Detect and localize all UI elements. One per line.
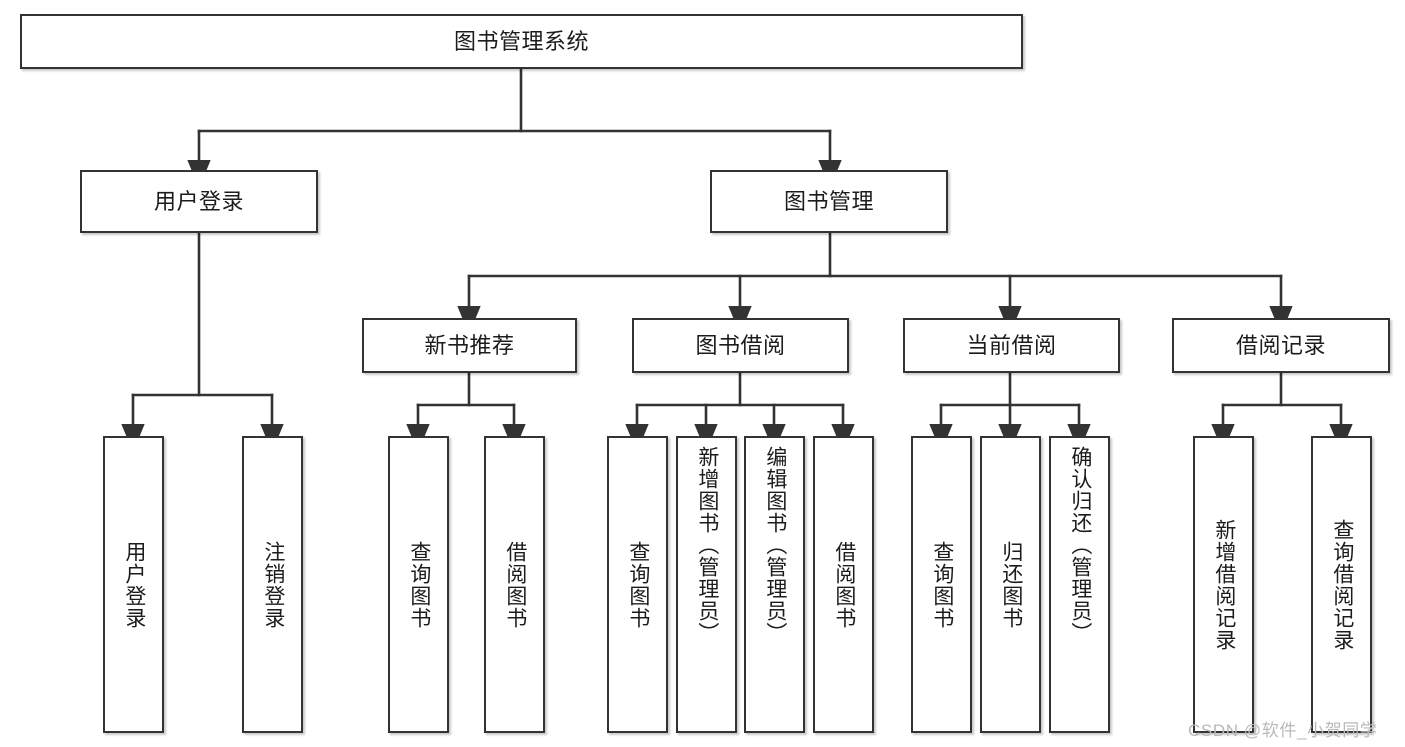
leaf-user-login-logout[interactable]: 注销登录 [242,436,303,733]
node-book-borrow[interactable]: 图书借阅 [632,318,849,373]
leaf-record-query[interactable]: 查询借阅记录 [1311,436,1372,733]
node-user-login-label: 用户登录 [153,188,244,214]
leaf-label: 新增图书（管理员） [695,446,719,644]
leaf-current-confirm-return[interactable]: 确认归还（管理员） [1049,436,1110,733]
leaf-borrow-add-book[interactable]: 新增图书（管理员） [676,436,737,733]
leaf-label: 用户登录 [122,540,146,629]
leaf-user-login-login[interactable]: 用户登录 [103,436,164,733]
node-current-borrow[interactable]: 当前借阅 [903,318,1120,373]
node-new-book-recommend[interactable]: 新书推荐 [362,318,577,373]
leaf-label: 新增借阅记录 [1212,518,1236,651]
leaf-current-query-book[interactable]: 查询图书 [911,436,972,733]
leaf-borrow-query-book[interactable]: 查询图书 [607,436,668,733]
node-borrow-record-label: 借阅记录 [1235,332,1326,358]
node-borrow-record[interactable]: 借阅记录 [1172,318,1390,373]
node-current-borrow-label: 当前借阅 [966,332,1057,358]
node-book-borrow-label: 图书借阅 [695,332,786,358]
node-new-book-recommend-label: 新书推荐 [424,332,515,358]
leaf-label: 注销登录 [261,540,285,629]
node-user-login[interactable]: 用户登录 [80,170,318,233]
leaf-label: 查询图书 [626,540,650,629]
leaf-borrow-edit-book[interactable]: 编辑图书（管理员） [744,436,805,733]
node-book-management[interactable]: 图书管理 [710,170,948,233]
leaf-label: 借阅图书 [503,540,527,629]
node-root-label: 图书管理系统 [453,28,589,54]
leaf-borrow-borrow-book[interactable]: 借阅图书 [813,436,874,733]
leaf-new-book-borrow[interactable]: 借阅图书 [484,436,545,733]
node-root[interactable]: 图书管理系统 [20,14,1023,69]
leaf-label: 查询图书 [930,540,954,629]
leaf-label: 归还图书 [999,540,1023,629]
leaf-label: 查询借阅记录 [1330,518,1354,651]
leaf-label: 查询图书 [407,540,431,629]
leaf-current-return-book[interactable]: 归还图书 [980,436,1041,733]
leaf-label: 借阅图书 [832,540,856,629]
leaf-label: 编辑图书（管理员） [763,446,787,644]
node-book-management-label: 图书管理 [783,188,874,214]
leaf-label: 确认归还（管理员） [1068,446,1092,644]
leaf-new-book-query[interactable]: 查询图书 [388,436,449,733]
leaf-record-add[interactable]: 新增借阅记录 [1193,436,1254,733]
